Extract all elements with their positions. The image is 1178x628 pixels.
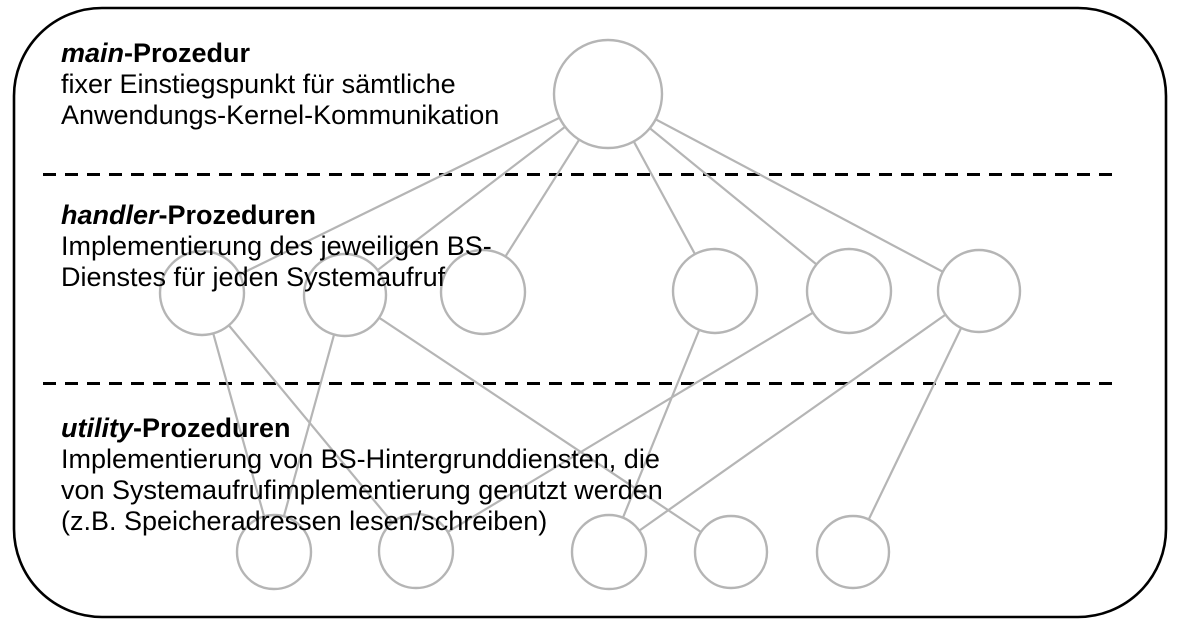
node-utility-b1 xyxy=(235,513,313,591)
label-line: Dienstes für jeden Systemaufruf xyxy=(61,262,446,292)
main-heading-italic: main xyxy=(61,38,125,68)
label-line: Implementierung des jeweiligen BS- xyxy=(61,231,492,261)
node-utility-b4 xyxy=(693,514,769,590)
node-handler-h4 xyxy=(671,247,759,335)
node-handler-h5 xyxy=(805,247,893,335)
outer-frame xyxy=(12,6,1168,619)
label-line: von Systemaufrufimplementierung genutzt … xyxy=(61,475,663,505)
node-handler-h6 xyxy=(936,248,1022,334)
node-handler-h2 xyxy=(302,252,388,338)
handler-heading: handler-Prozeduren xyxy=(61,200,492,231)
utility-heading-rest: -Prozeduren xyxy=(133,413,291,443)
utility-heading: utility-Prozeduren xyxy=(61,413,663,444)
main-heading: main-Prozedur xyxy=(61,38,499,69)
label-main-prozedur: main-Prozedur fixer Einstiegspunkt für s… xyxy=(61,38,499,131)
call-edge-h1-b1 xyxy=(200,292,276,553)
call-edge-h4-b3 xyxy=(607,290,717,553)
label-handler-prozeduren: handler-Prozeduren Implementierung des j… xyxy=(61,200,492,293)
call-edge-h2-b4 xyxy=(344,294,732,553)
label-line: Implementierung von BS-Hintergrunddienst… xyxy=(61,444,660,474)
node-main-main xyxy=(552,38,664,150)
utility-heading-italic: utility xyxy=(61,413,133,443)
main-heading-rest: -Prozedur xyxy=(124,38,251,68)
label-utility-prozeduren: utility-Prozeduren Implementierung von B… xyxy=(61,413,663,537)
handler-heading-rest: -Prozeduren xyxy=(158,200,317,230)
call-edge-h5-b2 xyxy=(415,290,850,552)
node-handler-h1 xyxy=(158,249,246,337)
node-utility-b3 xyxy=(570,513,648,591)
label-line: fixer Einstiegspunkt für sämtliche xyxy=(61,69,456,99)
call-edge-h6-b5 xyxy=(852,290,980,553)
call-edge-main-h6 xyxy=(607,93,980,292)
node-utility-b5 xyxy=(815,514,891,590)
call-edge-h6-b3 xyxy=(608,290,980,553)
call-edge-main-h1 xyxy=(201,93,609,294)
handler-heading-italic: handler xyxy=(61,200,159,230)
label-line: Anwendungs-Kernel-Kommunikation xyxy=(61,100,500,130)
label-line: (z.B. Speicheradressen lesen/schreiben) xyxy=(61,506,548,536)
node-handler-h3 xyxy=(439,248,527,336)
node-utility-b2 xyxy=(377,512,455,590)
call-edge-h2-b1 xyxy=(272,294,347,553)
